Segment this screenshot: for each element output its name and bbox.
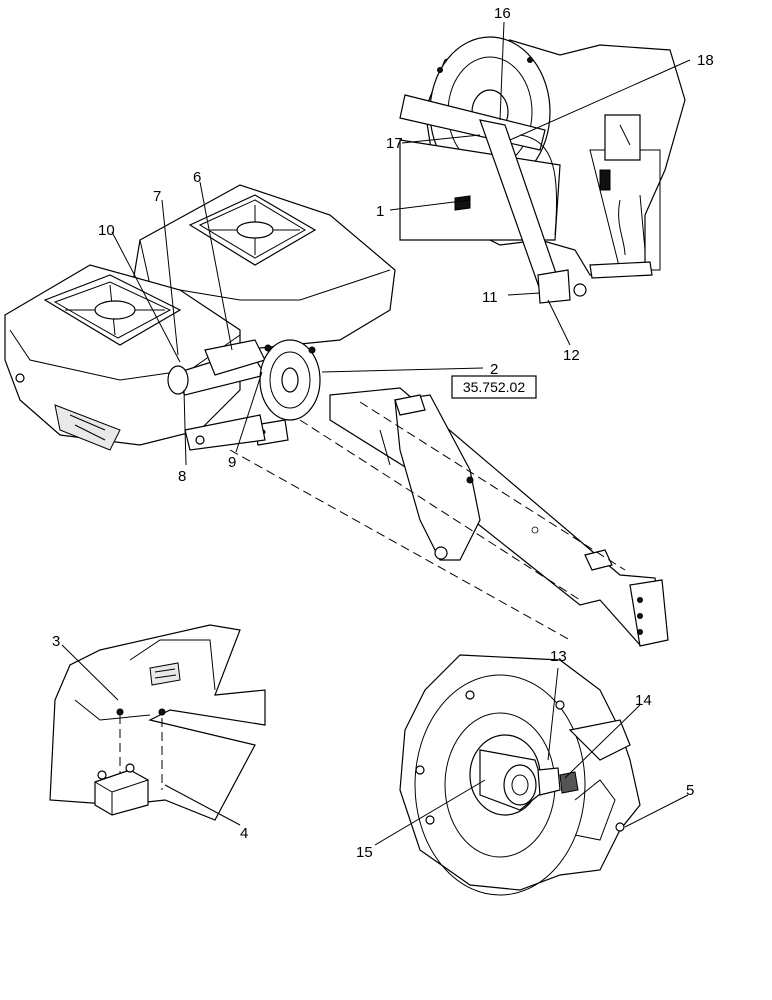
leader-3: [61, 644, 119, 701]
reference-box[interactable]: 35.752.02: [451, 375, 537, 399]
leader-7: [161, 199, 179, 356]
leader-6: [199, 181, 233, 351]
leader-4: [164, 784, 241, 826]
callout-4[interactable]: 4: [240, 825, 248, 842]
callout-18[interactable]: 18: [697, 52, 714, 69]
drawbar-frame: [229, 387, 669, 647]
callout-17[interactable]: 17: [386, 135, 403, 152]
callout-9[interactable]: 9: [228, 454, 236, 471]
leader-1: [389, 199, 471, 211]
callout-13[interactable]: 13: [550, 648, 567, 665]
fan-assembly: [167, 339, 321, 451]
leader-11: [507, 292, 541, 296]
callout-5[interactable]: 5: [686, 782, 694, 799]
leader-10: [111, 231, 181, 363]
callout-1[interactable]: 1: [376, 203, 384, 220]
leader-8: [183, 389, 187, 466]
callout-16[interactable]: 16: [494, 5, 511, 22]
callout-7[interactable]: 7: [153, 188, 161, 205]
callout-11[interactable]: 11: [482, 289, 498, 306]
main-assembly: [4, 181, 669, 647]
leader-16: [499, 21, 505, 121]
leader-18: [509, 59, 691, 141]
leader-17: [401, 134, 481, 144]
reference-label[interactable]: 35.752.02: [463, 379, 525, 395]
leader-14: [564, 704, 641, 779]
detail-top-right: [389, 21, 691, 346]
callout-14[interactable]: 14: [635, 692, 652, 709]
leader-2: [321, 367, 484, 373]
callout-3[interactable]: 3: [52, 633, 60, 650]
front-hopper-tank: [4, 264, 241, 451]
callout-15[interactable]: 15: [356, 844, 373, 861]
leader-9: [235, 371, 263, 453]
callout-10[interactable]: 10: [98, 222, 115, 239]
callout-labels: 1 2 3 4 5 6 7 8 9 10 11 12 13 14 15 16 1…: [52, 5, 714, 861]
callout-2[interactable]: 2: [490, 361, 498, 378]
detail-bottom-left: [49, 624, 266, 826]
callout-6[interactable]: 6: [193, 169, 201, 186]
leader-15: [374, 779, 486, 846]
leader-5: [624, 794, 689, 828]
leader-12: [547, 299, 571, 346]
leader-13: [547, 667, 559, 761]
callout-12[interactable]: 12: [563, 347, 580, 364]
callout-8[interactable]: 8: [178, 468, 186, 485]
detail-bottom-right: [374, 654, 689, 896]
